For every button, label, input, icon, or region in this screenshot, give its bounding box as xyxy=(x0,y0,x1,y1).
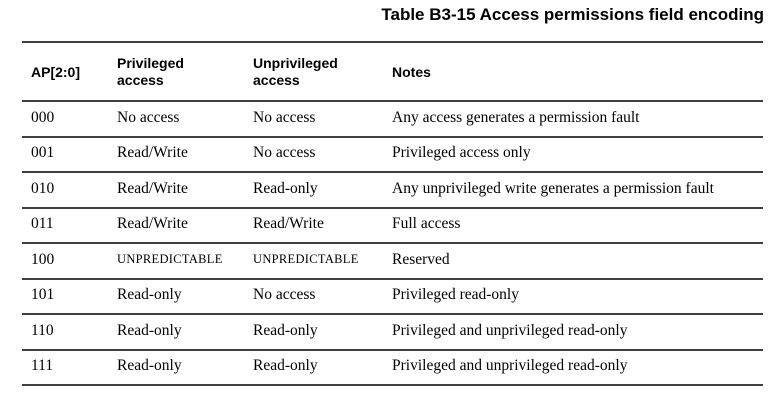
cell-privileged: Read/Write xyxy=(117,215,188,233)
cell-ap: 101 xyxy=(31,286,55,304)
cell-unprivileged: Read-only xyxy=(253,321,318,339)
table-row: 110 Read-only Read-only Privileged and u… xyxy=(22,314,763,350)
cell-notes: Any unprivileged write generates a permi… xyxy=(392,179,714,197)
cell-unprivileged: No access xyxy=(253,144,316,162)
cell-privileged: Read/Write xyxy=(117,144,188,162)
cell-notes: Privileged read-only xyxy=(392,286,519,304)
cell-notes: Any access generates a permission fault xyxy=(392,108,640,126)
cell-unprivileged: No access xyxy=(253,286,316,304)
header-unprivileged-access: Unprivileged access xyxy=(253,54,338,88)
table-row: 111 Read-only Read-only Privileged and u… xyxy=(22,350,763,385)
header-privileged-access: Privileged access xyxy=(117,54,184,88)
cell-ap: 100 xyxy=(31,250,55,268)
cell-ap: 001 xyxy=(31,144,55,162)
cell-privileged: Read-only xyxy=(117,286,182,304)
table-row: 101 Read-only No access Privileged read-… xyxy=(22,279,763,314)
cell-unprivileged: Read/Write xyxy=(253,215,324,233)
cell-ap: 110 xyxy=(31,321,54,339)
table-row: 001 Read/Write No access Privileged acce… xyxy=(22,137,763,172)
cell-privileged: No access xyxy=(117,108,180,126)
cell-unprivileged: Read-only xyxy=(253,179,318,197)
cell-ap: 011 xyxy=(31,215,54,233)
access-permissions-table: AP[2:0] Privileged access Unprivileged a… xyxy=(22,41,763,386)
table-caption: Table B3-15 Access permissions field enc… xyxy=(381,5,764,24)
cell-notes: Privileged access only xyxy=(392,144,531,162)
cell-privileged: UNPREDICTABLE xyxy=(117,252,223,267)
cell-notes: Reserved xyxy=(392,250,450,268)
cell-ap: 000 xyxy=(31,108,55,126)
cell-privileged: Read-only xyxy=(117,321,182,339)
cell-notes: Full access xyxy=(392,215,461,233)
cell-unprivileged: No access xyxy=(253,108,316,126)
header-notes: Notes xyxy=(392,63,431,80)
cell-privileged: Read-only xyxy=(117,357,182,375)
table-header-row: AP[2:0] Privileged access Unprivileged a… xyxy=(22,42,763,101)
cell-ap: 010 xyxy=(31,179,55,197)
cell-unprivileged: UNPREDICTABLE xyxy=(253,252,359,267)
cell-notes: Privileged and unprivileged read-only xyxy=(392,357,628,375)
cell-notes: Privileged and unprivileged read-only xyxy=(392,321,628,339)
table-row: 100 UNPREDICTABLE UNPREDICTABLE Reserved xyxy=(22,243,763,279)
cell-privileged: Read/Write xyxy=(117,179,188,197)
cell-unprivileged: Read-only xyxy=(253,357,318,375)
header-ap: AP[2:0] xyxy=(31,63,81,80)
table-row: 000 No access No access Any access gener… xyxy=(22,101,763,137)
table-row: 011 Read/Write Read/Write Full access xyxy=(22,208,763,243)
cell-ap: 111 xyxy=(31,357,54,375)
table-row: 010 Read/Write Read-only Any unprivilege… xyxy=(22,172,763,208)
